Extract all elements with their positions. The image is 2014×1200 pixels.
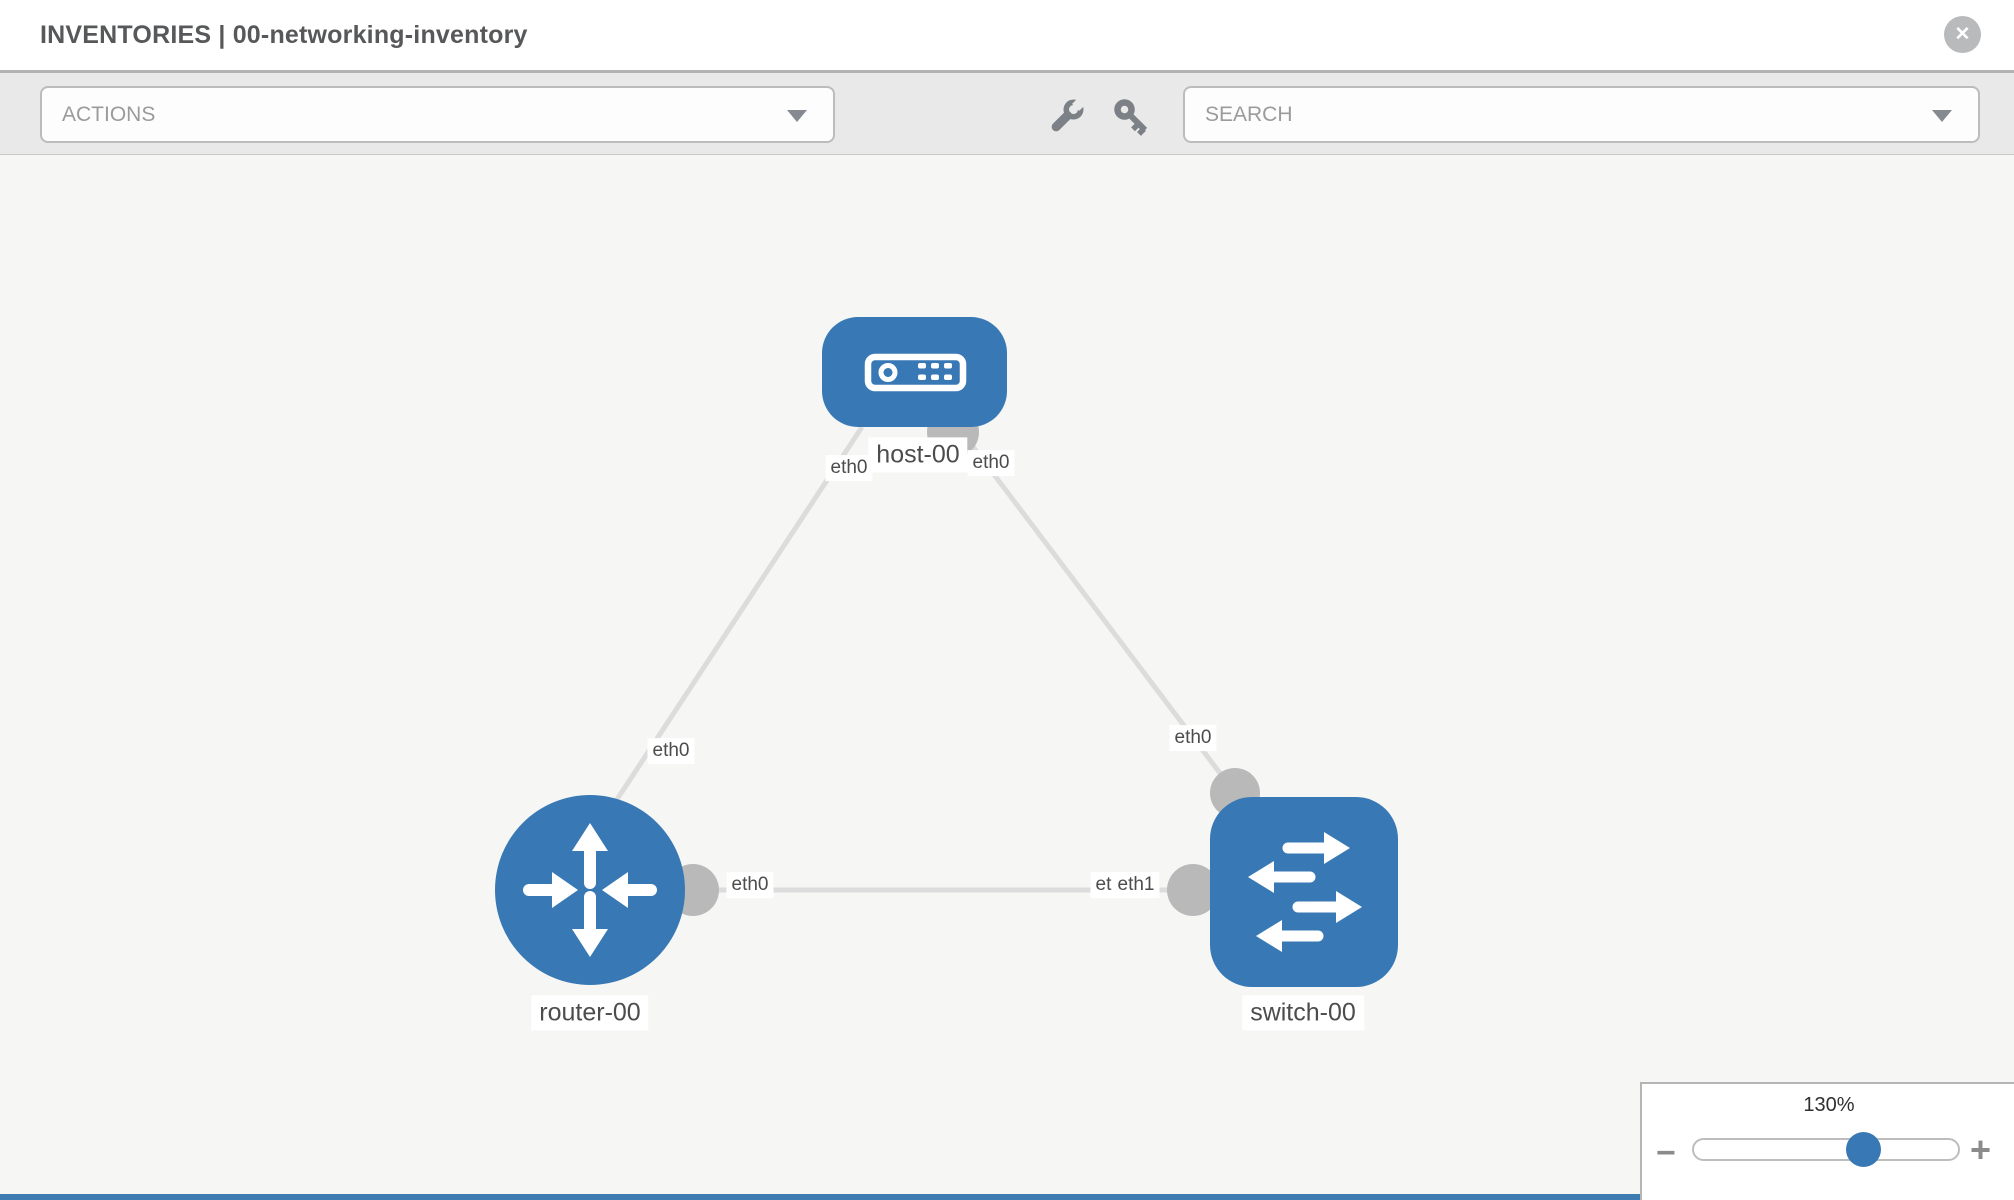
topology-links — [609, 425, 1237, 893]
header: INVENTORIES | 00-networking-inventory ✕ — [0, 0, 2014, 70]
interface-label: eth0 — [825, 455, 873, 481]
node-switch-00[interactable] — [1210, 797, 1398, 987]
switch-icon — [1248, 832, 1362, 952]
chevron-down-icon — [787, 109, 807, 122]
zoom-in-button[interactable]: + — [1970, 1129, 1992, 1170]
node-name-router: router-00 — [531, 995, 649, 1031]
interface-label: eth1 — [1112, 872, 1160, 898]
zoom-out-button[interactable]: − — [1656, 1134, 1676, 1172]
interface-label: eth0 — [726, 872, 774, 898]
topology-canvas[interactable]: eth0 eth0 eth0 eth0 eth0 eth0 eth1 host-… — [0, 155, 2014, 1200]
host-node-shape[interactable] — [822, 317, 1007, 427]
node-name-switch: switch-00 — [1242, 995, 1364, 1031]
node-router-00[interactable] — [495, 795, 685, 985]
interface-ports — [667, 406, 1260, 916]
port-dot — [1167, 864, 1219, 916]
interface-label: eth0 — [1169, 725, 1217, 751]
node-host-00[interactable] — [822, 317, 1007, 427]
interface-label: eth0 — [967, 450, 1015, 476]
search-dropdown[interactable]: SEARCH — [1183, 86, 1980, 143]
router-node-shape[interactable] — [495, 795, 685, 985]
page-title: INVENTORIES | 00-networking-inventory — [40, 20, 528, 49]
close-button[interactable]: ✕ — [1944, 16, 1981, 53]
key-icon[interactable] — [1110, 95, 1156, 141]
interface-label: eth0 — [647, 738, 695, 764]
chevron-down-icon — [1932, 109, 1952, 122]
toolbar: ACTIONS — [0, 70, 2014, 155]
host-icon — [864, 353, 967, 392]
zoom-slider[interactable] — [1692, 1132, 1960, 1167]
close-icon: ✕ — [1954, 24, 1971, 45]
switch-node-shape[interactable] — [1210, 797, 1398, 987]
wrench-icon[interactable] — [1042, 95, 1088, 141]
zoom-panel: 130% − + — [1640, 1082, 2014, 1200]
zoom-percent: 130% — [1803, 1094, 1855, 1116]
router-icon — [523, 823, 657, 957]
bottom-accent-bar — [0, 1194, 1640, 1200]
node-name-host: host-00 — [868, 437, 968, 473]
zoom-slider-knob[interactable] — [1846, 1132, 1881, 1167]
actions-dropdown-label: ACTIONS — [62, 102, 156, 126]
actions-dropdown[interactable]: ACTIONS — [40, 86, 835, 143]
search-placeholder: SEARCH — [1205, 102, 1293, 126]
